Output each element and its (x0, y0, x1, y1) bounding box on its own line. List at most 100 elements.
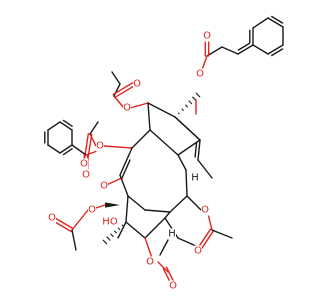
bond-61 (177, 154, 187, 171)
second-acetate-ester-oxygen: O (96, 141, 104, 152)
bond-layer (44, 15, 284, 284)
bond-42 (121, 159, 131, 179)
bond-85 (177, 237, 197, 247)
bond-5 (267, 44, 284, 55)
bond-59 (169, 195, 188, 213)
lactone-ring-oxygen-mask (146, 256, 154, 268)
bond-56 (119, 174, 129, 197)
lower-left-acetate-ester-oxygen-mask (88, 204, 96, 216)
bond-17 (129, 102, 149, 109)
bond-11 (237, 42, 250, 51)
bond-57 (127, 195, 146, 211)
benzoate-ester-oxygen-mask (100, 180, 108, 192)
lactone-carbonyl-oxygen-mask (169, 280, 177, 292)
bond-48 (197, 139, 201, 161)
bond-71 (200, 230, 215, 250)
bond-50 (197, 159, 213, 179)
second-acetate-carbonyl-oxygen: O (80, 159, 88, 170)
bond-67 (71, 229, 77, 251)
lactone-carbonyl-oxygen: O (169, 281, 177, 292)
bond-77 (164, 211, 171, 219)
bond-44 (147, 102, 176, 118)
hydroxyl-label-mask (102, 216, 118, 228)
lactone-ring-oxygen: O (146, 257, 154, 268)
cinnamoyl-ester-oxygen-mask (196, 68, 204, 80)
bond-51 (174, 116, 201, 141)
benzoate-ester-oxygen: O (100, 181, 108, 192)
bond-64 (71, 209, 89, 231)
hashed-bond-78 (102, 224, 124, 245)
lower-left-acetate-carbonyl-oxygen: O (48, 213, 56, 224)
bond-68 (186, 195, 202, 211)
bond-69 (207, 213, 213, 231)
bond-3 (271, 15, 284, 24)
bond-18 (113, 95, 125, 109)
hydrogen-label-lower: H (168, 229, 176, 240)
bond-72 (211, 229, 233, 239)
bond-7 (252, 44, 269, 55)
upper-acetate-ester-oxygen: O (123, 103, 131, 114)
lower-left-acetate-ester-oxygen: O (88, 205, 96, 216)
bond-49 (194, 141, 198, 158)
cinnamoyl-ester-oxygen: O (196, 69, 204, 80)
bond-30 (62, 119, 73, 127)
bond-70 (197, 228, 212, 248)
bond-74 (117, 221, 127, 239)
bond-60 (185, 169, 188, 197)
lower-left-acetate-carbonyl-oxygen-mask (48, 212, 56, 224)
bond-66 (53, 220, 72, 233)
bond-80 (159, 239, 169, 256)
bond-1 (252, 17, 269, 29)
bond-34 (47, 144, 61, 154)
hydrogen-label-lower-mask (168, 228, 176, 240)
lower-right-acetate-ester-oxygen: O (201, 205, 209, 216)
bond-81 (162, 268, 172, 284)
hydrogen-label-upper-right: H (191, 173, 199, 184)
upper-acetate-ester-oxygen-mask (123, 102, 131, 114)
lower-right-acetate-carbonyl-oxygen: O (194, 246, 202, 257)
bond-2 (267, 17, 284, 28)
bond-33 (62, 148, 73, 156)
cinnamoyl-carbonyl-oxygen-mask (203, 30, 211, 42)
hydrogen-label-upper-right-mask (191, 172, 199, 184)
bond-54 (131, 129, 151, 149)
bond-75 (125, 221, 146, 239)
benzoate-carbonyl-oxygen-mask (82, 169, 90, 181)
upper-acetate-carbonyl-oxygen: O (133, 79, 141, 90)
bond-65 (55, 217, 74, 230)
bond-58 (144, 209, 171, 213)
bond-12 (221, 46, 239, 55)
bond-27 (89, 121, 99, 135)
bond-32 (59, 144, 73, 154)
bond-73 (125, 195, 129, 223)
bond-6 (271, 48, 284, 57)
bond-83 (157, 261, 169, 273)
cinnamoyl-carbonyl-oxygen: O (203, 31, 211, 42)
bond-29 (59, 121, 73, 131)
bond-10 (237, 44, 254, 55)
bond-47 (149, 129, 179, 156)
bond-21 (112, 81, 134, 96)
bond-20 (114, 84, 136, 99)
bond-43 (147, 102, 151, 131)
hashed-bond-52 (177, 92, 201, 115)
bond-37 (71, 144, 87, 156)
second-acetate-carbonyl-oxygen-mask (80, 158, 88, 170)
bond-22 (111, 71, 121, 85)
benzoate-carbonyl-oxygen: O (82, 170, 90, 181)
bond-13 (206, 46, 223, 57)
bond-55 (119, 147, 133, 176)
bond-23 (103, 145, 133, 149)
bond-79 (144, 237, 153, 259)
hydroxyl-label: HO (102, 217, 118, 228)
lower-right-acetate-carbonyl-oxygen-mask (194, 245, 202, 257)
bond-16 (201, 55, 208, 71)
upper-acetate-carbonyl-oxygen-mask (133, 78, 141, 90)
wedge-bond-62 (105, 202, 120, 208)
second-acetate-ester-oxygen-mask (96, 140, 104, 152)
bond-76 (144, 217, 166, 239)
bond-82 (165, 266, 175, 282)
bond-28 (47, 121, 61, 131)
